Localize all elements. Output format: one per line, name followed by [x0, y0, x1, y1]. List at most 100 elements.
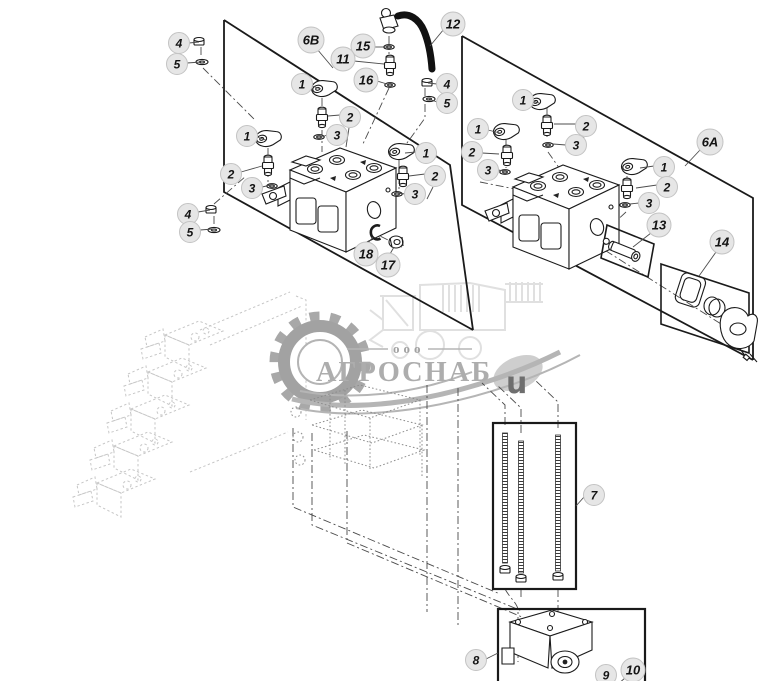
callout-2-6b-left[interactable]: 2	[220, 163, 242, 185]
svg-text:15: 15	[356, 39, 371, 54]
svg-text:1: 1	[299, 78, 306, 92]
svg-text:5: 5	[444, 97, 451, 111]
callout-1-6b-top[interactable]: 1	[291, 73, 313, 95]
elbow-1-6a-right	[619, 154, 650, 178]
connector-2-6a-mid	[540, 114, 554, 137]
phantom-valve-stack	[290, 384, 426, 478]
svg-text:2: 2	[227, 168, 235, 182]
callout-5-topleft[interactable]: 5	[166, 53, 188, 75]
callout-3-6a-mid[interactable]: 3	[565, 134, 587, 156]
callout-8[interactable]: 8	[465, 649, 487, 671]
box-13-outline	[600, 223, 655, 279]
watermark-prefix-text: ооо	[393, 341, 425, 356]
connector-11	[383, 54, 397, 77]
svg-text:4: 4	[443, 78, 451, 92]
callout-2-6b-top[interactable]: 2	[339, 106, 361, 128]
callout-panel-6b[interactable]: 6B	[297, 26, 325, 54]
end-cap-casting-8	[501, 609, 594, 674]
callout-5-right[interactable]: 5	[436, 92, 458, 114]
nut-4-topleft	[193, 36, 205, 46]
svg-text:2: 2	[582, 120, 590, 134]
callout-4-right[interactable]: 4	[436, 73, 458, 95]
callout-10[interactable]: 10	[620, 657, 646, 681]
seal-disc-14	[703, 296, 726, 318]
gasket-14	[674, 272, 707, 308]
svg-text:1: 1	[475, 123, 482, 137]
svg-text:6B: 6B	[303, 33, 320, 48]
svg-text:4: 4	[175, 37, 183, 51]
callout-3-6b-left[interactable]: 3	[241, 177, 263, 199]
callout-2-6b-right[interactable]: 2	[424, 165, 446, 187]
callout-balloons: 4 5 6B 1 15 11 16 12 4 5 2 3 1 2 3 1 2 3…	[166, 11, 735, 681]
svg-text:3: 3	[334, 129, 341, 143]
panel-6b-outline	[223, 19, 474, 331]
callout-7[interactable]: 7	[583, 484, 605, 506]
callout-9[interactable]: 9	[595, 664, 617, 681]
watermark-swoosh	[291, 348, 581, 415]
svg-text:2: 2	[663, 181, 671, 195]
svg-text:3: 3	[573, 139, 580, 153]
svg-text:2: 2	[346, 111, 354, 125]
elbow-1-6a-left	[491, 119, 522, 143]
callout-11[interactable]: 11	[330, 46, 356, 72]
callout-15[interactable]: 15	[350, 33, 376, 59]
callout-17[interactable]: 17	[375, 252, 401, 278]
svg-text:1: 1	[244, 130, 251, 144]
connector-2-6b-top	[315, 106, 329, 129]
svg-text:17: 17	[381, 258, 396, 273]
svg-text:6A: 6A	[702, 135, 719, 150]
hose-12	[394, 11, 436, 73]
connector-2-6a-right	[620, 177, 634, 200]
callout-3-6b-right[interactable]: 3	[404, 183, 426, 205]
callout-2-6a-right[interactable]: 2	[656, 176, 678, 198]
svg-text:1: 1	[520, 94, 527, 108]
phantom-mounting-frame-lines	[292, 385, 549, 629]
cover-casting-14	[719, 307, 758, 363]
watermark-company-text: АГРОСНАБ	[316, 357, 492, 388]
svg-text:12: 12	[446, 17, 461, 32]
callout-12[interactable]: 12	[440, 11, 466, 37]
callout-1-6b-left[interactable]: 1	[236, 125, 258, 147]
svg-text:2: 2	[431, 170, 439, 184]
panel-6a-outline	[461, 35, 754, 361]
svg-text:4: 4	[184, 208, 192, 222]
callout-4-topleft[interactable]: 4	[168, 32, 190, 54]
svg-text:5: 5	[174, 58, 181, 72]
callout-2-6a-mid[interactable]: 2	[575, 115, 597, 137]
callout-13[interactable]: 13	[646, 212, 672, 238]
svg-text:9: 9	[603, 669, 610, 681]
svg-text:2: 2	[468, 146, 476, 160]
callout-1-6a-mid[interactable]: 1	[512, 89, 534, 111]
callout-18[interactable]: 18	[353, 241, 379, 267]
svg-text:1: 1	[423, 147, 430, 161]
callout-3-6a-left[interactable]: 3	[477, 159, 499, 181]
connector-2-6a-left	[500, 144, 514, 167]
callout-14[interactable]: 14	[709, 229, 735, 255]
watermark-gear-icon	[269, 311, 371, 413]
callout-2-6a-left[interactable]: 2	[461, 141, 483, 163]
nut-4-botleft	[205, 204, 217, 214]
callout-panel-6a[interactable]: 6A	[696, 128, 724, 156]
callout-1-6a-right[interactable]: 1	[653, 156, 675, 178]
svg-text:13: 13	[652, 218, 667, 233]
box-14-outline	[660, 262, 750, 355]
tie-rods-7	[499, 432, 564, 583]
watermark-left-faded-valve-stack	[72, 291, 307, 518]
connector-2-6b-right	[396, 165, 410, 188]
nut-4-right	[421, 77, 433, 87]
callout-5-botleft[interactable]: 5	[179, 221, 201, 243]
valve-block-6a	[484, 164, 620, 270]
watermark-stray-char: u	[506, 366, 527, 401]
callout-16[interactable]: 16	[353, 67, 379, 93]
svg-text:14: 14	[715, 235, 730, 250]
elbow-1-6b-left	[253, 126, 284, 150]
svg-text:3: 3	[646, 197, 653, 211]
callout-3-6b-top[interactable]: 3	[326, 124, 348, 146]
callout-1-6b-right[interactable]: 1	[415, 142, 437, 164]
callout-3-6a-right[interactable]: 3	[638, 192, 660, 214]
elbow-1-6b-right	[386, 139, 417, 163]
svg-text:5: 5	[187, 226, 194, 240]
callout-1-6a-left[interactable]: 1	[467, 118, 489, 140]
svg-text:3: 3	[485, 164, 492, 178]
